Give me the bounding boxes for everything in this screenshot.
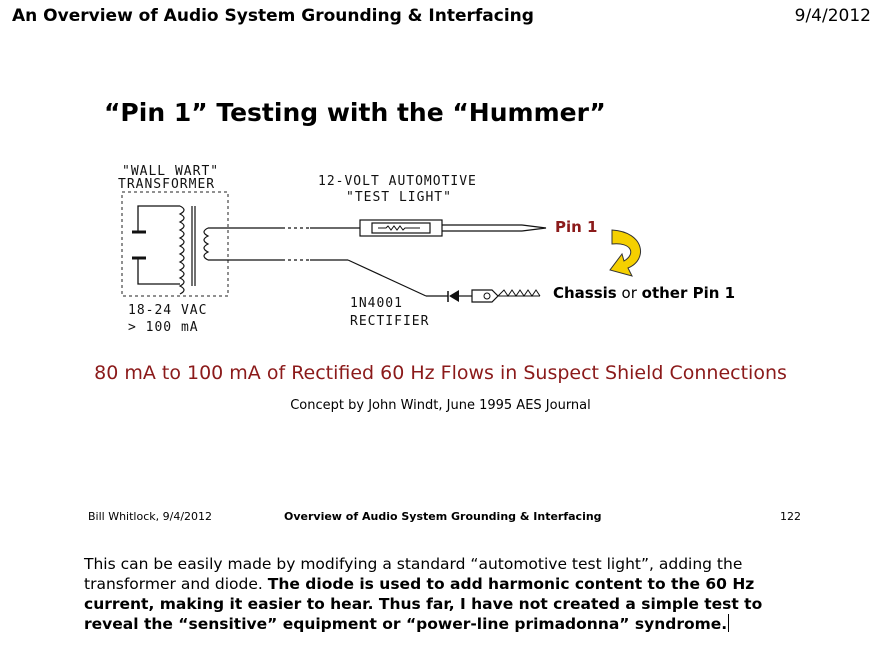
voltage-label-2: > 100 mA (128, 320, 199, 335)
slide-title: “Pin 1” Testing with the “Hummer” (104, 98, 606, 127)
curved-arrow-icon (609, 229, 642, 277)
transformer-box (121, 191, 229, 297)
rectifier-label-2: RECTIFIER (350, 314, 429, 329)
test-light-body (359, 219, 443, 237)
concept-credit: Concept by John Windt, June 1995 AES Jou… (290, 398, 591, 413)
presentation-title: An Overview of Audio System Grounding & … (12, 6, 534, 26)
alligator-clip (471, 289, 499, 303)
voltage-label-1: 18-24 VAC (128, 303, 207, 318)
rectifier-label-1: 1N4001 (350, 296, 403, 311)
speaker-notes[interactable]: This can be easily made by modifying a s… (84, 554, 804, 634)
secondary-coil (203, 227, 210, 261)
header-date: 9/4/2012 (794, 6, 871, 26)
transformer-label-2: TRANSFORMER (118, 177, 215, 192)
notes-bold-text: The diode is used to add harmonic conten… (84, 575, 763, 633)
test-light-label-1: 12-VOLT AUTOMOTIVE (318, 174, 477, 189)
test-light-label-2: "TEST LIGHT" (346, 190, 452, 205)
text-cursor (728, 614, 730, 632)
notes-normal-text: This can be easily made by modifying a s… (84, 555, 743, 593)
pin1-label: Pin 1 (555, 218, 597, 236)
test-probe-tip (521, 224, 547, 232)
primary-coil (148, 205, 185, 295)
chassis-label: Chassis or other Pin 1 (553, 284, 735, 302)
diode-symbol (449, 290, 459, 302)
page-number: 122 (780, 510, 801, 523)
transformer-label-1: "WALL WART" (122, 164, 219, 179)
hummer-circuit-diagram: "WALL WART" TRANSFORMER 12-VOLT AUTOMOTI… (118, 164, 735, 335)
slide-subtitle: 80 mA to 100 mA of Rectified 60 Hz Flows… (94, 362, 787, 384)
footer-title: Overview of Audio System Grounding & Int… (284, 510, 602, 523)
footer-author: Bill Whitlock, 9/4/2012 (88, 510, 213, 523)
